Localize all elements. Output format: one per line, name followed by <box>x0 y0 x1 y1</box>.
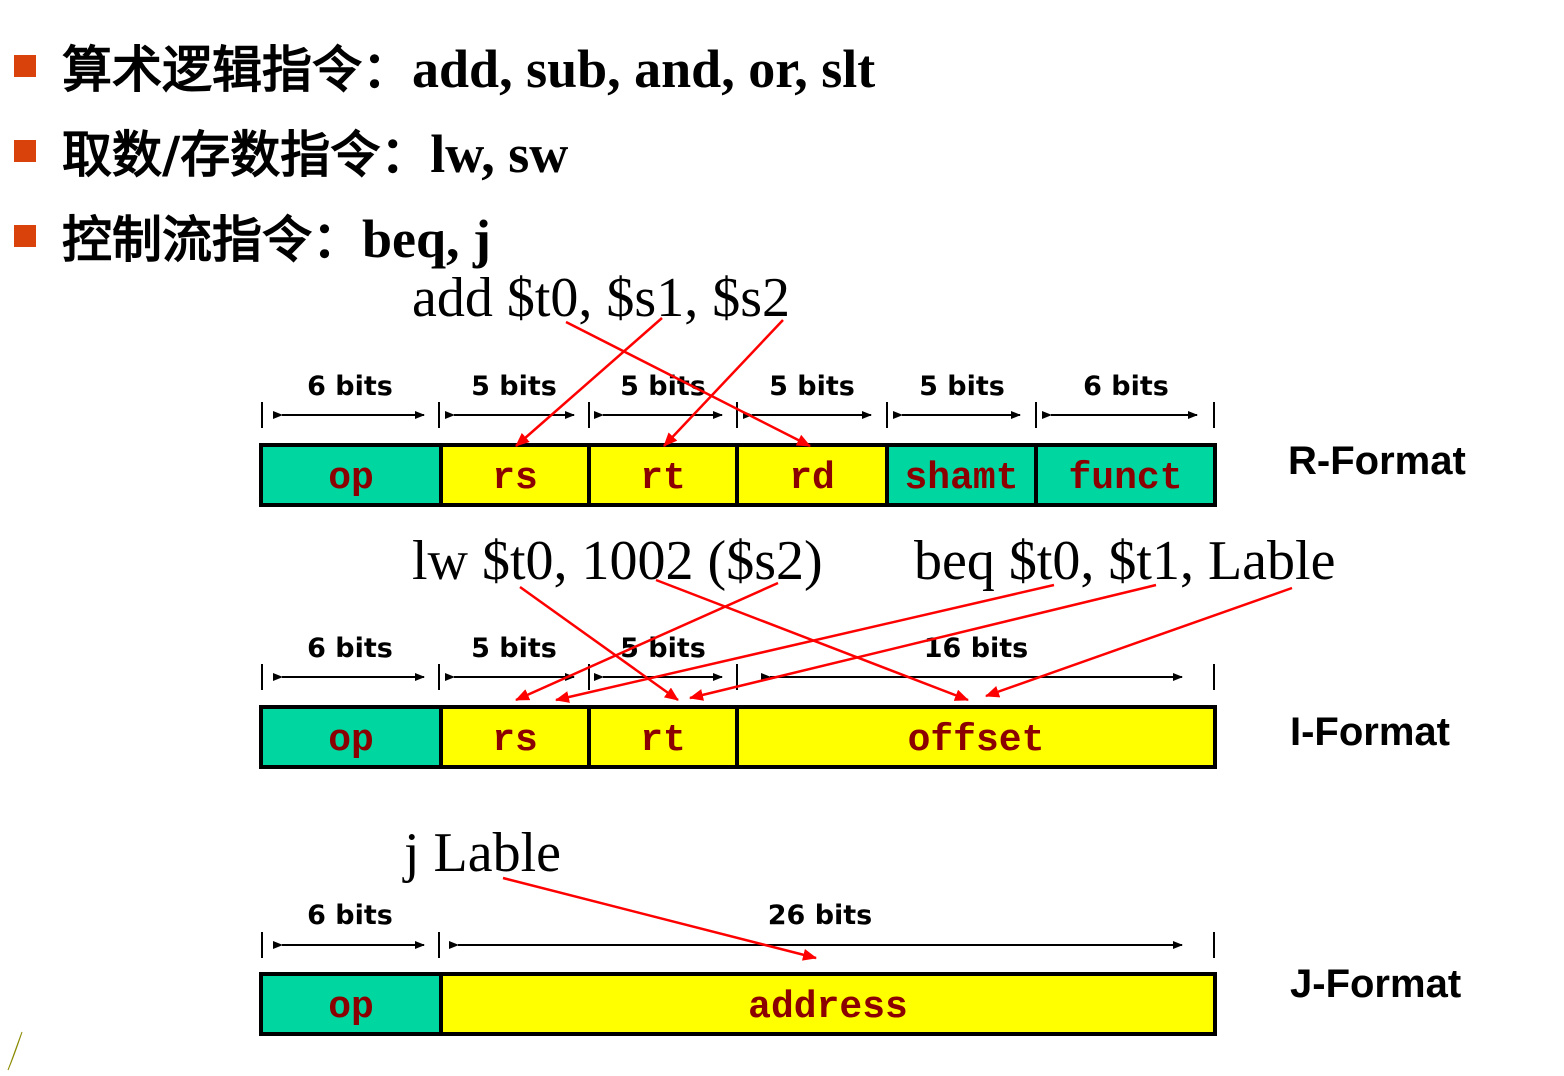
i-format-dimensions <box>261 664 1215 690</box>
bits-label: 5 bits <box>471 633 557 664</box>
r-field-op: op <box>259 443 443 507</box>
bits-label: 26 bits <box>767 900 873 931</box>
i-field-rs: rs <box>439 705 591 769</box>
i-field-rt: rt <box>587 705 739 769</box>
j-format-dimensions <box>261 932 1215 958</box>
bits-label: 5 bits <box>620 633 706 664</box>
r-format-label: R-Format <box>1288 439 1466 483</box>
bullet-label: 算术逻辑指令： <box>62 40 412 99</box>
instr-lw: lw $t0, 1002 ($s2) <box>412 530 823 592</box>
r-field-shamt: shamt <box>885 443 1038 507</box>
j-format-label: J-Format <box>1290 962 1462 1006</box>
bullet-text: 取数/存数指令：lw, sw <box>62 115 568 187</box>
bullet-ops: beq, j <box>362 209 492 269</box>
r-field-funct: funct <box>1034 443 1217 507</box>
r-field-rd: rd <box>735 443 889 507</box>
bullet-label: 控制流指令： <box>62 210 362 269</box>
instr-beq: beq $t0, $t1, Lable <box>914 530 1336 592</box>
bits-label: 6 bits <box>307 900 393 931</box>
bullet-label: 取数/存数指令： <box>62 125 431 184</box>
leaf-decoration-icon <box>7 1031 23 1071</box>
bullet-text: 算术逻辑指令：add, sub, and, or, slt <box>62 30 875 102</box>
bullet-square-icon <box>14 225 36 247</box>
bullet-arith: 算术逻辑指令：add, sub, and, or, slt <box>14 26 875 106</box>
i-format-label: I-Format <box>1290 710 1450 754</box>
bullet-loadstore: 取数/存数指令：lw, sw <box>14 111 568 191</box>
bits-label: 5 bits <box>919 371 1005 402</box>
bullet-ops: add, sub, and, or, slt <box>412 39 876 99</box>
bits-label: 5 bits <box>769 371 855 402</box>
bullet-control: 控制流指令：beq, j <box>14 196 491 276</box>
r-format-dimensions <box>261 402 1215 428</box>
instr-add: add $t0, $s1, $s2 <box>412 267 790 329</box>
bits-label: 6 bits <box>307 371 393 402</box>
j-field-op: op <box>259 972 443 1036</box>
bullet-square-icon <box>14 140 36 162</box>
instr-j: j Lable <box>404 822 562 884</box>
i-field-op: op <box>259 705 443 769</box>
j-field-address: address <box>439 972 1217 1036</box>
bullet-square-icon <box>14 55 36 77</box>
bullet-ops: lw, sw <box>430 124 569 184</box>
bits-label: 6 bits <box>1083 371 1169 402</box>
i-field-offset: offset <box>735 705 1217 769</box>
bullet-text: 控制流指令：beq, j <box>62 200 491 272</box>
bits-label: 5 bits <box>471 371 557 402</box>
bits-label: 6 bits <box>307 633 393 664</box>
mapping-arrows <box>502 317 1293 961</box>
